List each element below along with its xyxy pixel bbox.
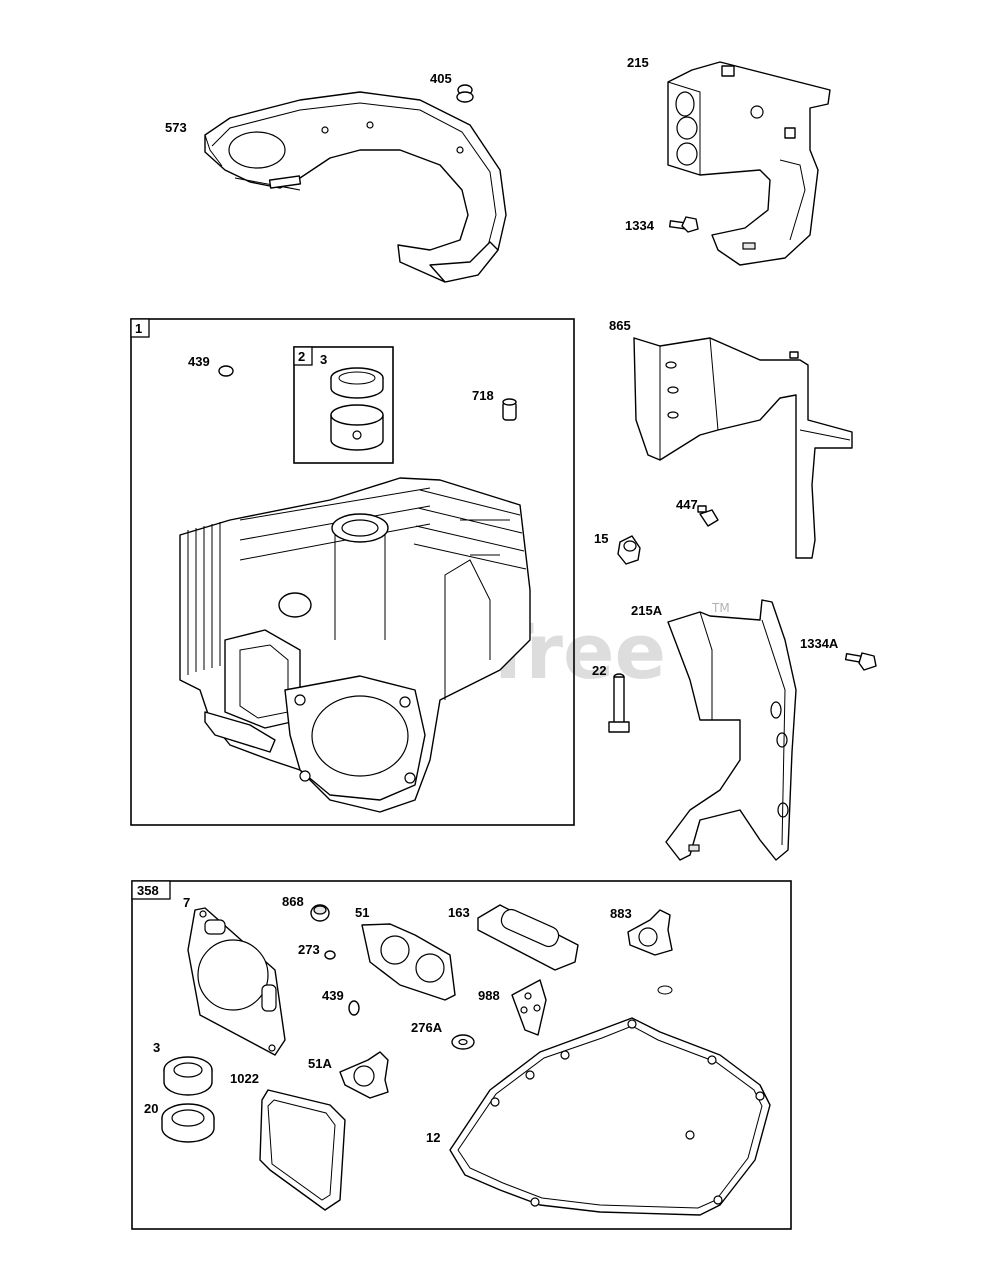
part-215A-shroud[interactable] — [665, 599, 797, 861]
group-box-2 — [293, 346, 394, 464]
label-1334: 1334 — [625, 218, 655, 233]
label-273: 273 — [298, 942, 320, 957]
part-163-exhaust-gasket[interactable] — [477, 904, 579, 971]
part-piston[interactable] — [330, 404, 384, 451]
label-439: 439 — [188, 354, 210, 369]
part-51A-gasket[interactable] — [339, 1051, 389, 1099]
label-405: 405 — [430, 71, 452, 86]
label-573: 573 — [165, 120, 187, 135]
group-tag-1 — [130, 318, 150, 338]
label-865: 865 — [609, 318, 631, 333]
label-988: 988 — [478, 988, 500, 1003]
part-276A-washer[interactable] — [451, 1034, 475, 1050]
part-small-oring[interactable] — [657, 985, 673, 995]
group-box-1 — [130, 318, 575, 826]
part-865-baffle[interactable] — [633, 337, 853, 559]
label-3-ring-set: 3 — [320, 352, 327, 367]
label-22: 22 — [592, 663, 606, 678]
part-988-plate[interactable] — [511, 979, 547, 1036]
part-engine-block[interactable] — [179, 477, 531, 813]
label-276A: 276A — [411, 1020, 443, 1035]
part-273-washer[interactable] — [324, 950, 336, 960]
group-tag-1-text: 1 — [135, 321, 142, 336]
part-573-back-plate[interactable] — [204, 91, 507, 283]
part-7-head-gasket[interactable] — [187, 907, 286, 1056]
part-868-cap[interactable] — [310, 904, 330, 922]
label-51: 51 — [355, 905, 369, 920]
label-883: 883 — [610, 906, 632, 921]
label-20: 20 — [144, 1101, 158, 1116]
part-1334A-bolt[interactable] — [844, 652, 877, 671]
part-3-oil-seal[interactable] — [163, 1056, 213, 1096]
label-12: 12 — [426, 1130, 440, 1145]
label-1022: 1022 — [230, 1071, 259, 1086]
part-1334-bolt[interactable] — [668, 216, 699, 233]
label-868: 868 — [282, 894, 304, 909]
part-3-piston-rings[interactable] — [330, 367, 384, 399]
part-15-plug[interactable] — [617, 535, 641, 565]
group-tag-358 — [131, 880, 171, 900]
part-447-bolt[interactable] — [697, 505, 719, 527]
part-51-intake-gasket[interactable] — [361, 923, 456, 1001]
label-163: 163 — [448, 905, 470, 920]
part-883-gasket[interactable] — [627, 909, 673, 956]
label-3-seal: 3 — [153, 1040, 160, 1055]
group-tag-2-text: 2 — [298, 349, 305, 364]
part-1022-gasket[interactable] — [259, 1089, 346, 1211]
part-12-crankcase-gasket[interactable] — [449, 1017, 771, 1216]
label-447: 447 — [676, 497, 698, 512]
label-7: 7 — [183, 895, 190, 910]
part-439-oring-2[interactable] — [348, 1000, 360, 1016]
label-15: 15 — [594, 531, 608, 546]
part-20-oil-seal[interactable] — [161, 1103, 215, 1143]
label-215A: 215A — [631, 603, 663, 618]
part-439-oring[interactable] — [218, 365, 234, 377]
label-51A: 51A — [308, 1056, 332, 1071]
group-tag-358-text: 358 — [137, 883, 159, 898]
part-215-shroud[interactable] — [667, 61, 831, 266]
part-22-bolt[interactable] — [608, 673, 630, 733]
watermark-trademark: TM — [711, 601, 730, 615]
part-718-dowel[interactable] — [502, 398, 517, 421]
label-215: 215 — [627, 55, 649, 70]
group-tag-2 — [293, 346, 313, 366]
group-box-358 — [131, 880, 792, 1230]
label-439-b: 439 — [322, 988, 344, 1003]
part-405-screw[interactable] — [456, 84, 474, 103]
label-1334A: 1334A — [800, 636, 839, 651]
label-718: 718 — [472, 388, 494, 403]
